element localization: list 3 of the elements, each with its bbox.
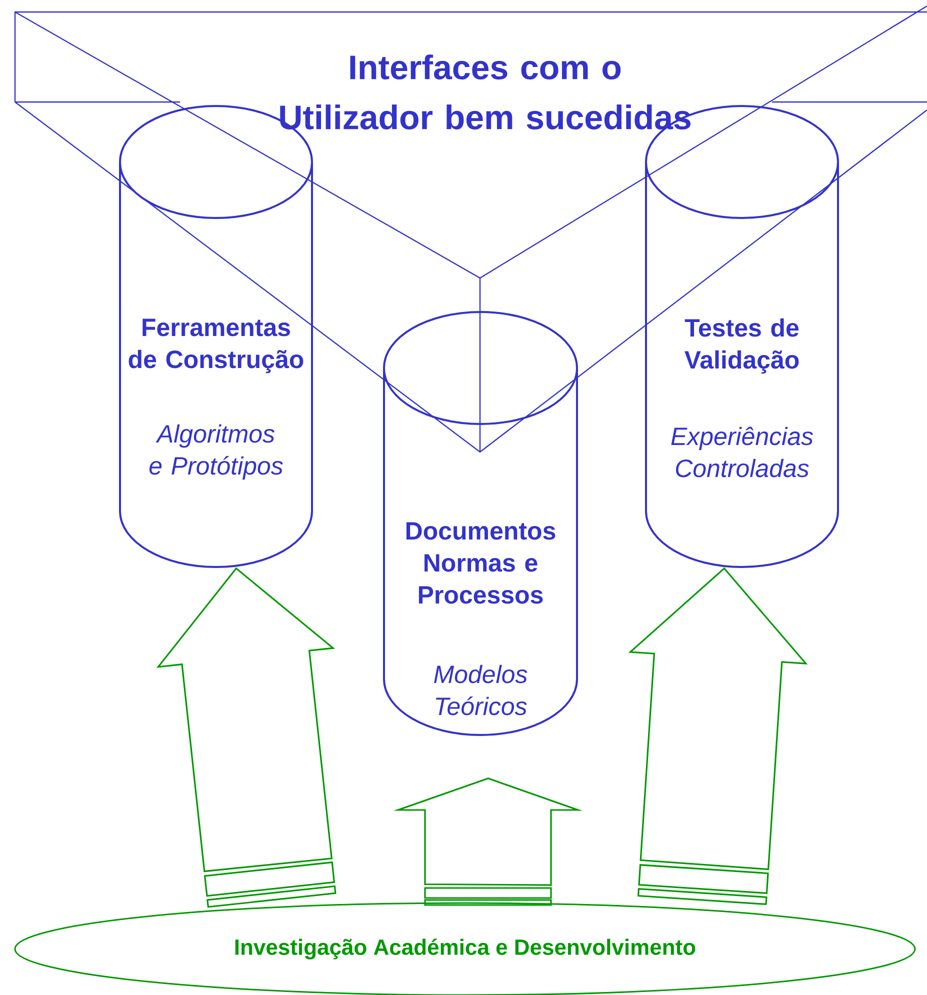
block-arrow — [156, 567, 336, 908]
block-arrow — [393, 778, 583, 906]
cylinder: Documentos Normas e Processos Modelos Teóricos — [383, 311, 578, 736]
